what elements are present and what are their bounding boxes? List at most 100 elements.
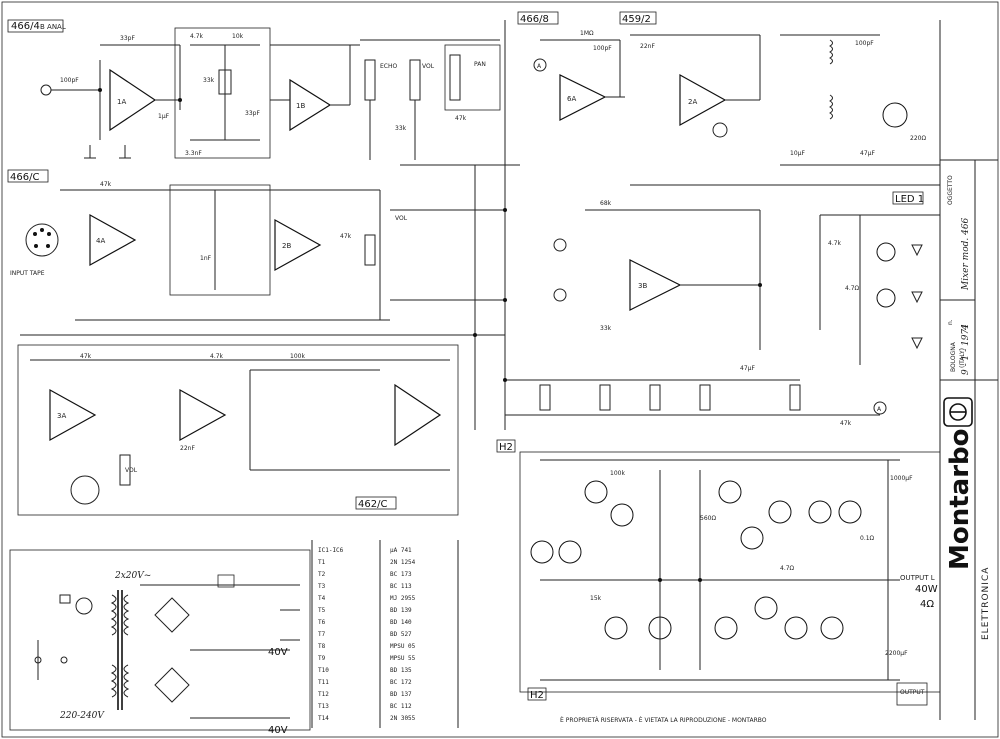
svg-text:A: A (537, 63, 542, 70)
table-type: BD 137 (390, 691, 412, 698)
table-ref: T14 (318, 715, 329, 722)
pan-label: PAN (474, 61, 486, 68)
block-466-4: 466/4 B ANAL 1A 1B 33pF 4.7k 10k 33k 33p… (7, 19, 360, 159)
table-type: BD 527 (390, 631, 412, 638)
footer-note: È PROPRIETÀ RISERVATA - È VIETATA LA RIP… (560, 716, 767, 724)
transistor-icon (718, 480, 742, 504)
opamp-1a (109, 68, 157, 132)
comp-label: 33k (203, 77, 215, 84)
transistor-icon (610, 503, 634, 527)
vol-label-3: VOL (125, 467, 138, 474)
table-ref: T6 (318, 619, 326, 626)
switch-icon (34, 656, 42, 664)
transistor-icon (876, 242, 896, 262)
opamp-6a-label: 6A (567, 95, 576, 103)
node-a-icon (533, 58, 547, 72)
input-tape-label: INPUT TAPE (10, 270, 45, 277)
transistor-icon (784, 616, 808, 640)
mains-label: 2x20V~ (114, 571, 151, 581)
output-r-label: OUTPUT (900, 689, 925, 696)
block-h2-amplifier: H2 OUTPUT L 40W 4Ω OUTPUT H2 100k 560Ω 0… (496, 439, 941, 706)
comp-label: 47k (340, 233, 352, 240)
comp-label: 4.7k (828, 240, 842, 247)
table-type: BD 139 (390, 607, 412, 614)
input-jack-icon (40, 84, 52, 96)
primary-label: 220-240V (59, 711, 105, 721)
pan-pot (449, 54, 461, 101)
comp-label: 3.3nF (185, 150, 202, 157)
table-ref: T4 (318, 595, 326, 602)
table-ref: T12 (318, 691, 329, 698)
block-459-2: 459/2 2A 22nF 100pF 220Ω 10μF 47μF (619, 11, 940, 166)
comp-label: 47μF (740, 365, 755, 372)
comp-label: 33k (395, 125, 407, 132)
din-socket-icon (25, 223, 59, 257)
comp-label: 33k (600, 325, 612, 332)
brand-name: Montarbo (945, 428, 975, 570)
comp-label: 4.7k (210, 353, 224, 360)
table-type: BC 173 (390, 571, 412, 578)
table-ref: T10 (318, 667, 329, 674)
table-ref: T11 (318, 679, 329, 686)
opamp-1b (289, 78, 332, 132)
table-type: MPSU 55 (390, 655, 416, 662)
block-led: LED 1 4.7k 4.7Ω (630, 184, 940, 365)
impedance-label: 4Ω (920, 599, 934, 610)
label-466-4: 466/4 (11, 21, 40, 32)
coil-icon (829, 39, 833, 65)
block-462-c: 3A VOL 462/C 47k 4.7k 100k 22nF (17, 344, 459, 516)
object-label: OGGETTO (947, 175, 954, 205)
label-459-2: 459/2 (622, 14, 651, 25)
led-icon (911, 337, 923, 350)
transistor-icon (882, 102, 908, 128)
opamp-3b (629, 259, 682, 311)
vol-label: VOL (422, 63, 435, 70)
label-466-c: 466/C (10, 172, 39, 183)
bridge-rectifier-icon (154, 597, 190, 633)
opamp-out (394, 383, 442, 447)
table-ref: T13 (318, 703, 329, 710)
led-icon (911, 291, 923, 304)
comp-label: 47k (80, 353, 92, 360)
bridge-rectifier-icon (154, 667, 190, 703)
comp-label: 10k (232, 33, 244, 40)
transistor-icon (754, 596, 778, 620)
object-value: Mixer mod. 466 (961, 217, 971, 291)
brand-sub: ELETTRONICA (981, 567, 991, 640)
opamp-1a-b (179, 388, 227, 442)
power-rating: 40W (915, 584, 938, 595)
meter-icon (712, 122, 728, 138)
table-type: 2N 1254 (390, 559, 416, 566)
table-ref: T5 (318, 607, 326, 614)
comp-label: 33pF (120, 35, 135, 42)
table-type: BC 172 (390, 679, 412, 686)
opamp-2a-label: 2A (688, 98, 697, 106)
opamp-2a (679, 73, 727, 127)
num-value: 4 (961, 324, 971, 331)
transistor-icon (714, 616, 738, 640)
opamp-2b-label: 2B (282, 242, 291, 250)
comp-label: 1000μF (890, 475, 913, 482)
transistor-icon (838, 500, 862, 524)
node-a-icon (873, 401, 887, 415)
comp-label: 47k (455, 115, 467, 122)
comp-label: 4.7Ω (780, 565, 795, 572)
label-led: LED 1 (895, 194, 924, 205)
comp-label: 100pF (60, 77, 79, 84)
opamp-2b (274, 218, 322, 272)
table-ref: T2 (318, 571, 326, 578)
city-label: BOLOGNA (950, 341, 957, 372)
v40-top-label: 40V (268, 647, 288, 658)
comp-label: 47μF (860, 150, 875, 157)
transistor-icon (808, 500, 832, 524)
comp-label: 100pF (593, 45, 612, 52)
opamp-3b-label: 3B (638, 282, 647, 290)
svg-text:A: A (877, 406, 882, 413)
comp-label: 68k (600, 200, 612, 207)
block-mixer-row: A 47k 47μF (505, 365, 887, 427)
comp-label: 2200μF (885, 650, 908, 657)
label-466-4-sub: B ANAL (40, 23, 66, 31)
table-type: BC 113 (390, 583, 412, 590)
